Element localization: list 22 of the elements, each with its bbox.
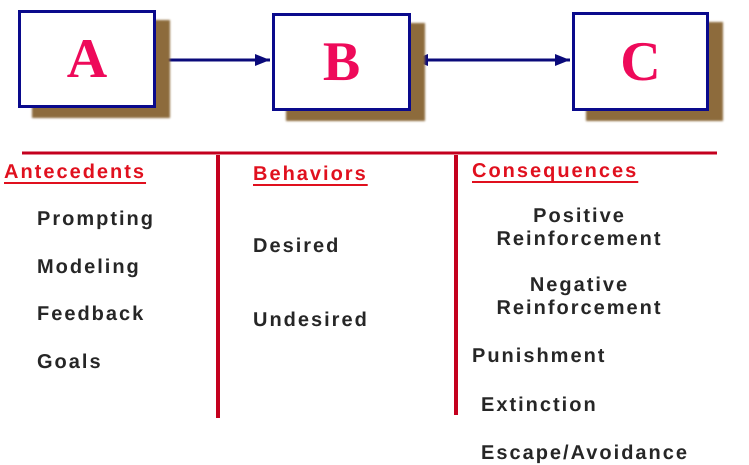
list-item: Undesired (253, 309, 369, 332)
letter-box (272, 13, 411, 111)
list-item: Goals (37, 351, 103, 374)
column-heading: Antecedents (4, 161, 146, 184)
box-letter: A (66, 31, 108, 87)
list-item: Prompting (37, 208, 155, 231)
list-item: Extinction (481, 394, 598, 417)
list-item: Desired (253, 235, 340, 258)
box-letter: C (620, 34, 661, 90)
list-item: Punishment (472, 345, 606, 368)
letter-box (572, 12, 709, 111)
list-item: Positive Reinforcement (495, 205, 664, 251)
box-letter: B (322, 34, 360, 90)
letter-box (18, 10, 156, 108)
list-item: Negative Reinforcement (495, 274, 664, 320)
column-heading: Behaviors (253, 163, 368, 186)
list-item: Escape/Avoidance (481, 442, 690, 465)
arrow (413, 54, 570, 66)
column-heading: Consequences (472, 160, 638, 183)
arrow (158, 54, 270, 66)
list-item: Feedback (37, 303, 146, 326)
list-item: Modeling (37, 256, 141, 279)
